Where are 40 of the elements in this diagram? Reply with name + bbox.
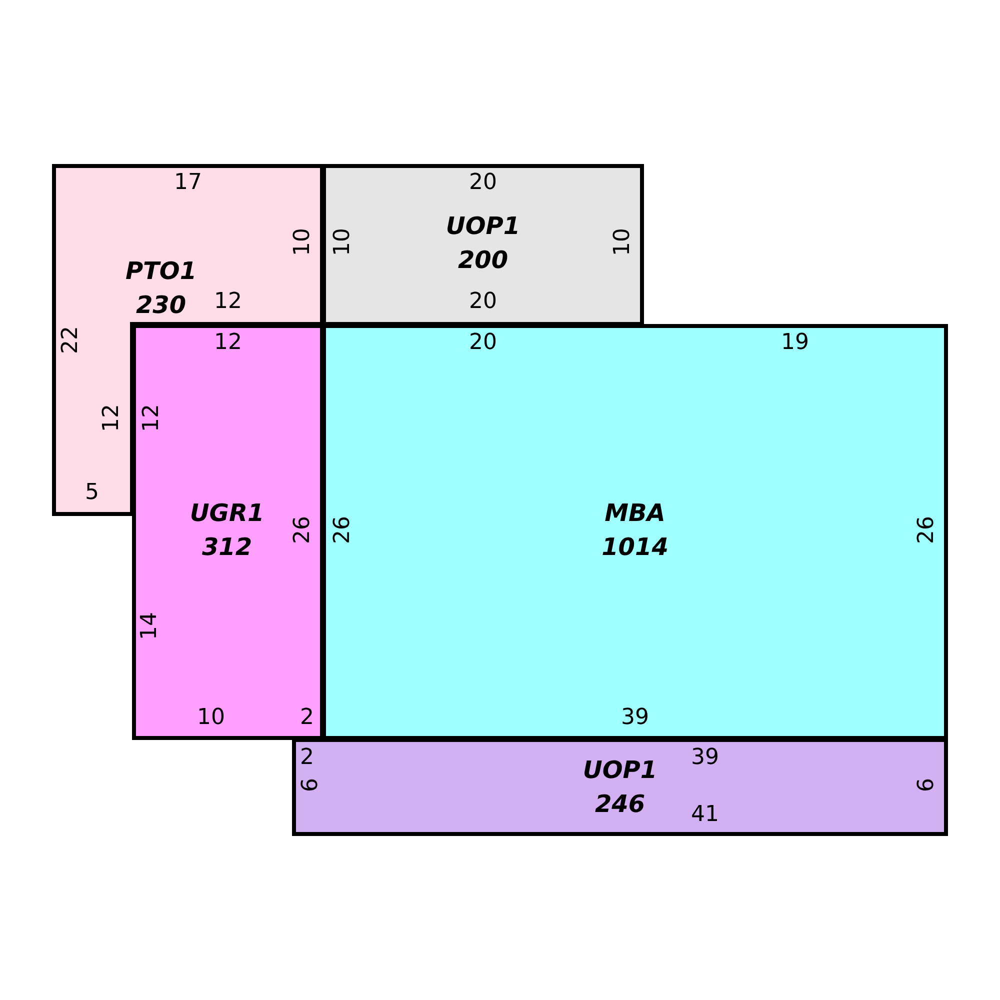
dimension-label: 14	[138, 612, 162, 640]
room-area	[322, 164, 644, 326]
dimension-label: 5	[85, 481, 99, 505]
room-area	[292, 738, 948, 836]
room-area-value: 230	[136, 290, 186, 321]
dimension-label: 2	[300, 706, 314, 730]
dimension-label: 6	[915, 778, 939, 792]
dimension-label: 12	[214, 290, 242, 314]
room-name: UOP1	[582, 755, 658, 786]
dimension-label: 19	[781, 331, 809, 355]
dimension-label: 20	[469, 171, 497, 195]
dimension-label: 39	[621, 706, 649, 730]
dimension-label: 26	[291, 516, 315, 544]
dimension-label: 26	[331, 516, 355, 544]
dimension-label: 10	[197, 706, 225, 730]
dimension-label: 41	[691, 803, 719, 827]
dimension-label: 12	[140, 404, 164, 432]
dimension-label: 6	[299, 778, 323, 792]
dimension-label: 2	[300, 746, 314, 770]
room-area-value: 1014	[602, 532, 668, 563]
room-area	[132, 324, 324, 740]
dimension-label: 10	[291, 228, 315, 256]
dimension-label: 17	[174, 171, 202, 195]
dimension-label: 10	[331, 228, 355, 256]
room-name: MBA	[604, 498, 666, 529]
dimension-label: 12	[214, 331, 242, 355]
room-area	[322, 324, 948, 740]
room-name: UOP1	[446, 211, 520, 242]
dimension-label: 20	[469, 331, 497, 355]
room-name: PTO1	[125, 256, 197, 287]
dimension-label: 12	[100, 404, 124, 432]
room-area-value: 200	[458, 245, 508, 276]
dimension-label: 22	[59, 326, 83, 354]
dimension-label: 26	[915, 516, 939, 544]
room-name: UGR1	[190, 498, 264, 529]
room-area-value: 246	[594, 789, 646, 820]
room-area-value: 312	[202, 532, 252, 563]
dimension-label: 20	[469, 290, 497, 314]
dimension-label: 39	[691, 746, 719, 770]
dimension-label: 10	[611, 228, 635, 256]
